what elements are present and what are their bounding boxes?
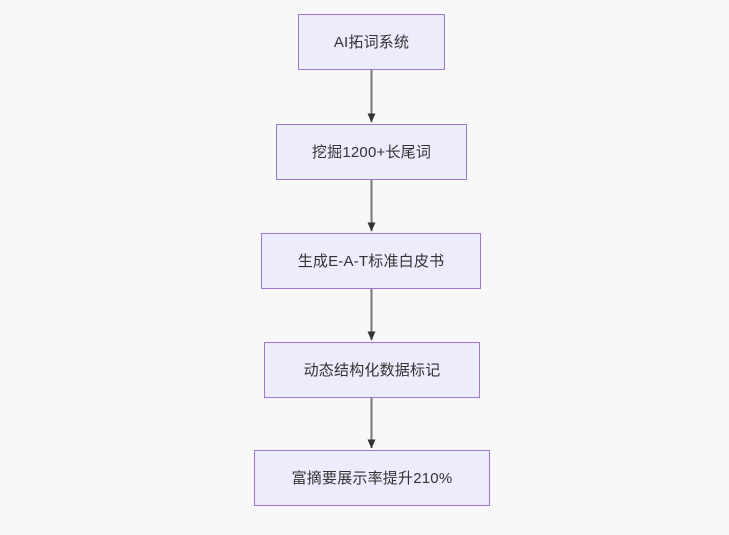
node-label: 生成E-A-T标准白皮书 [297, 252, 445, 270]
node-label: 动态结构化数据标记 [303, 361, 441, 379]
flowchart-node-dynamic-structured-data-markup[interactable]: 动态结构化数据标记 [264, 342, 480, 398]
flowchart-node-mine-longtail-keywords[interactable]: 挖掘1200+长尾词 [276, 124, 467, 180]
node-label: 富摘要展示率提升210% [291, 469, 453, 487]
node-label: AI拓词系统 [333, 33, 410, 51]
flowchart-node-generate-eat-whitepaper[interactable]: 生成E-A-T标准白皮书 [261, 233, 481, 289]
node-label: 挖掘1200+长尾词 [311, 143, 432, 161]
flowchart-node-ai-keyword-system[interactable]: AI拓词系统 [298, 14, 445, 70]
flowchart-node-rich-snippet-impression-uplift[interactable]: 富摘要展示率提升210% [254, 450, 490, 506]
